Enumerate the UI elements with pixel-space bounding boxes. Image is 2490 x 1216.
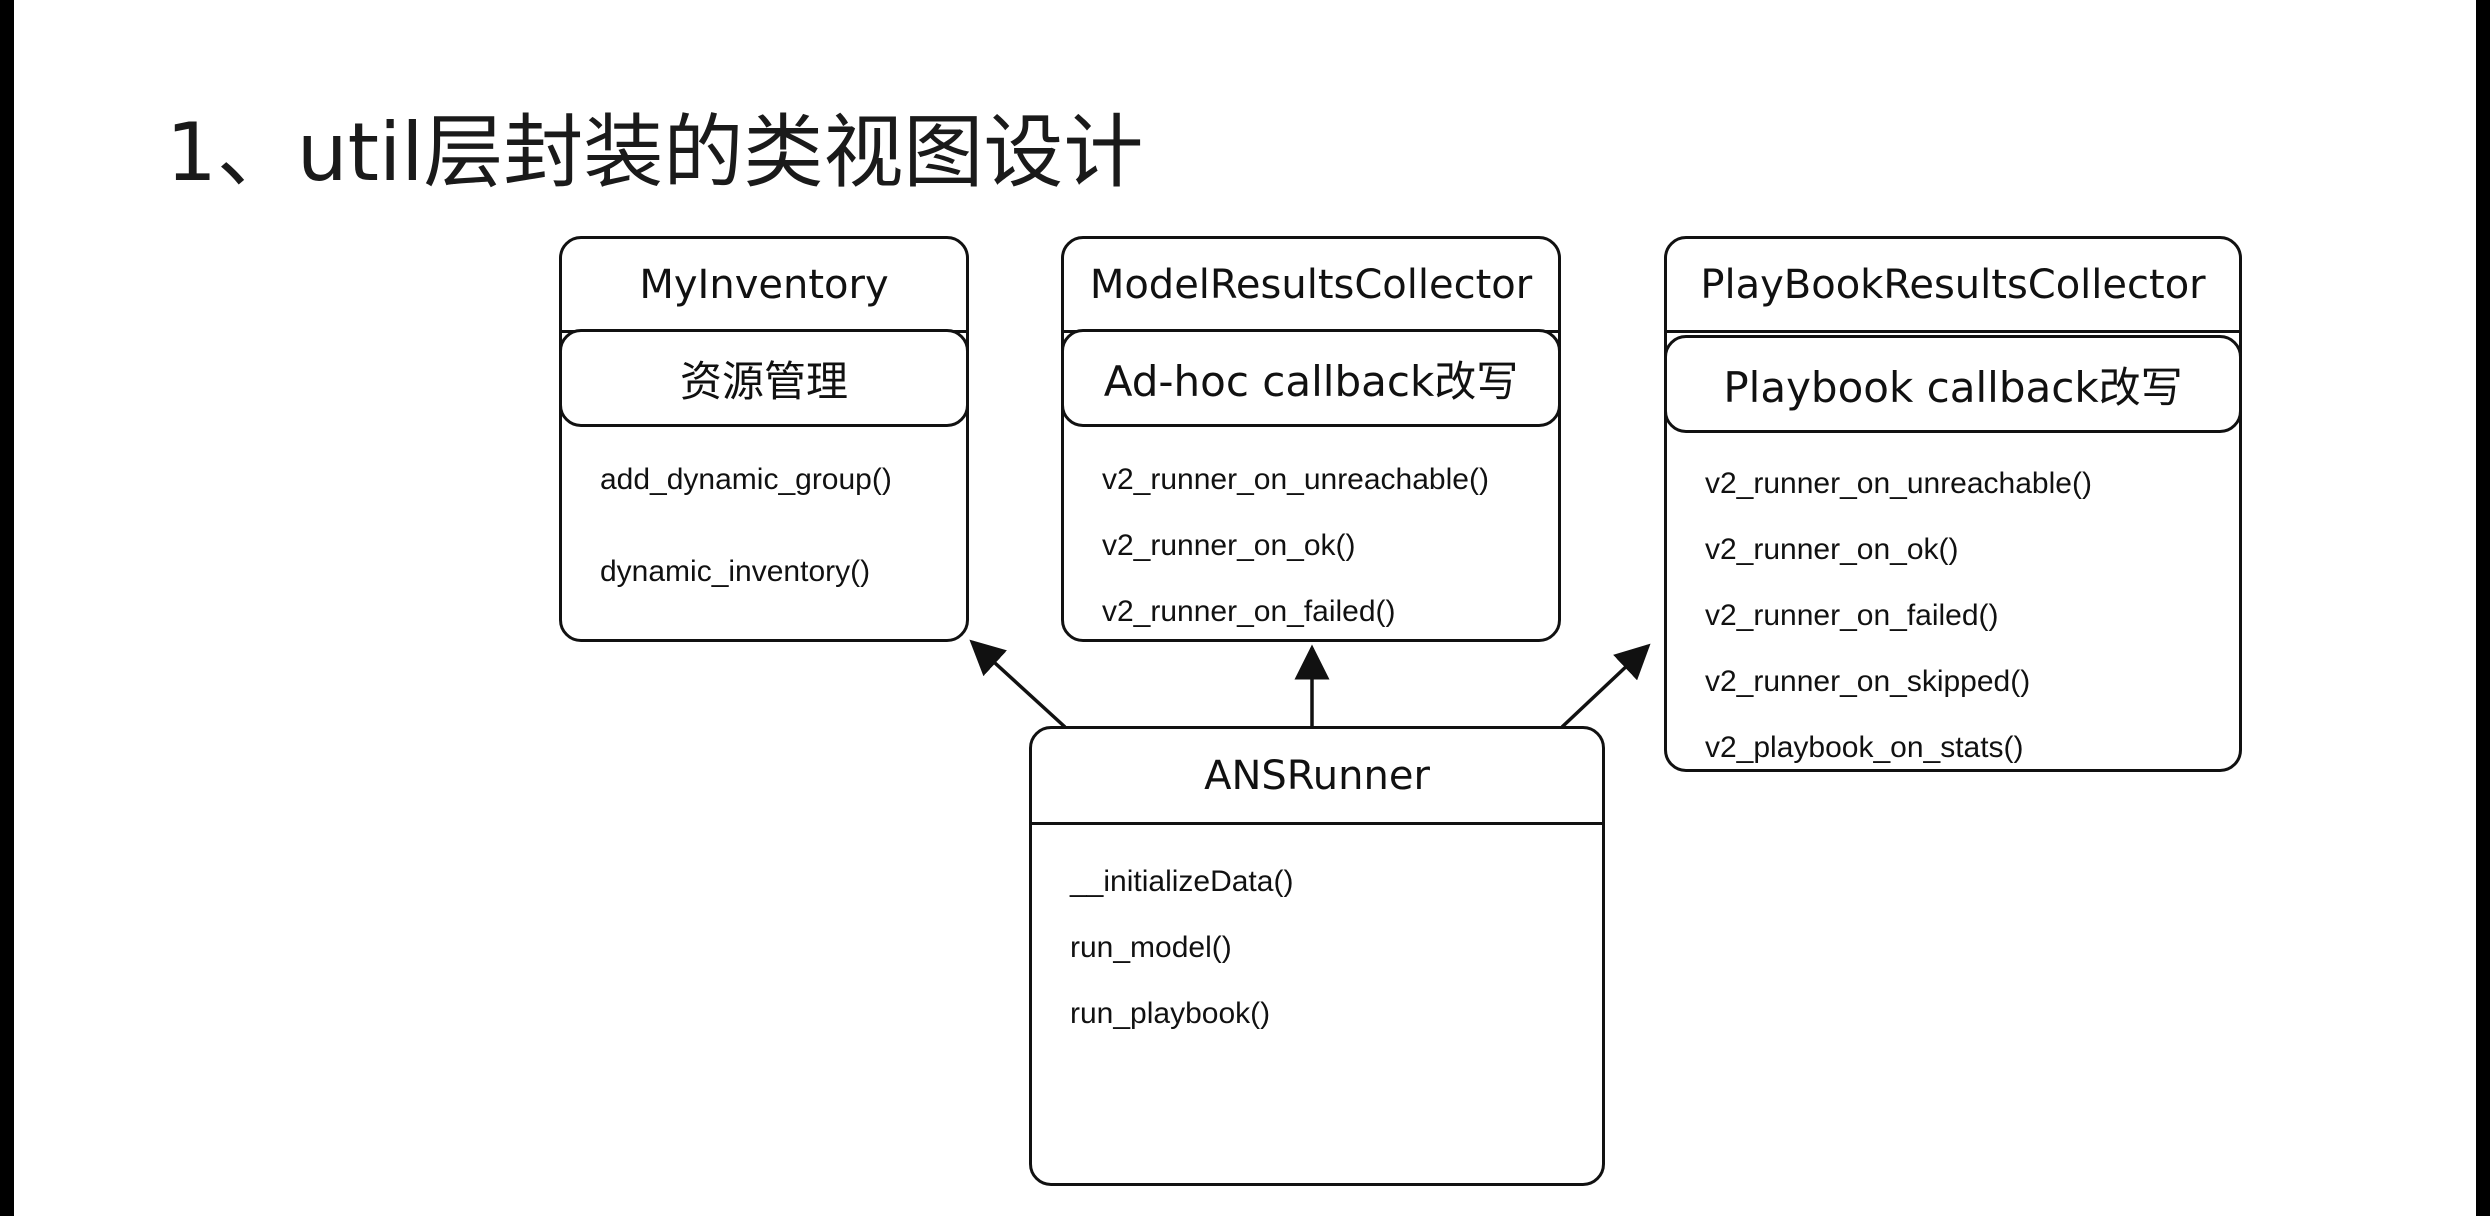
method-item: v2_runner_on_unreachable() bbox=[1102, 463, 1489, 496]
method-item: v2_runner_on_ok() bbox=[1705, 533, 1959, 566]
arrow-to-inventory bbox=[969, 639, 1067, 729]
class-name: PlayBookResultsCollector bbox=[1667, 239, 2239, 333]
class-box-modelresultscollector: ModelResultsCollector Ad-hoc callback改写 … bbox=[1061, 236, 1561, 642]
class-subtitle: Ad-hoc callback改写 bbox=[1061, 329, 1561, 427]
class-box-playbookresultscollector: PlayBookResultsCollector Playbook callba… bbox=[1664, 236, 2242, 772]
method-item: run_model() bbox=[1070, 931, 1232, 964]
method-item: __initializeData() bbox=[1070, 865, 1294, 898]
method-item: v2_runner_on_unreachable() bbox=[1705, 467, 2092, 500]
class-name: ANSRunner bbox=[1032, 729, 1602, 825]
class-name: ModelResultsCollector bbox=[1064, 239, 1558, 333]
method-item: v2_runner_on_failed() bbox=[1102, 595, 1396, 628]
method-item: add_dynamic_group() bbox=[600, 463, 892, 496]
class-name: MyInventory bbox=[562, 239, 966, 333]
method-item: v2_runner_on_failed() bbox=[1705, 599, 1999, 632]
arrow-to-playbook bbox=[1560, 643, 1651, 729]
method-item: dynamic_inventory() bbox=[600, 555, 871, 588]
class-box-myinventory: MyInventory 资源管理 add_dynamic_group() dyn… bbox=[559, 236, 969, 642]
left-edge-bar bbox=[0, 0, 14, 1216]
class-subtitle: 资源管理 bbox=[559, 329, 969, 427]
class-box-ansrunner: ANSRunner __initializeData() run_model()… bbox=[1029, 726, 1605, 1186]
method-item: v2_runner_on_ok() bbox=[1102, 529, 1356, 562]
method-item: v2_playbook_on_stats() bbox=[1705, 731, 2024, 764]
method-item: run_playbook() bbox=[1070, 997, 1271, 1030]
method-item: v2_runner_on_skipped() bbox=[1705, 665, 2031, 698]
page-title: 1、util层封装的类视图设计 bbox=[166, 106, 1144, 199]
right-edge-bar bbox=[2476, 0, 2490, 1216]
class-subtitle: Playbook callback改写 bbox=[1664, 335, 2242, 433]
